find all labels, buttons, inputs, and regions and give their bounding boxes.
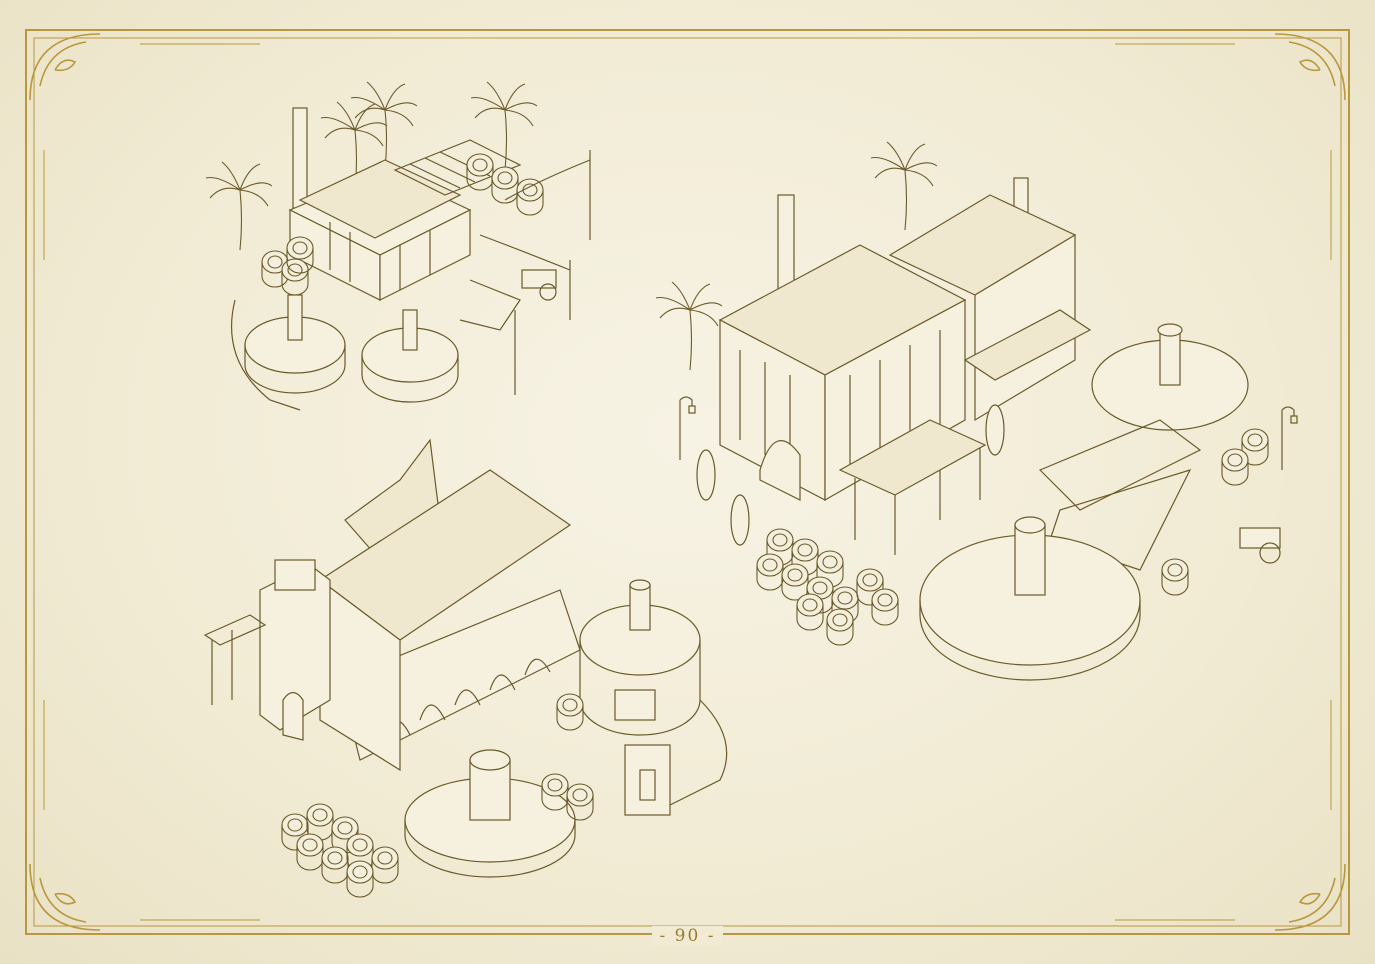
sketch-large-estate-distillery [655, 141, 1298, 681]
page-number-label: - 90 - [651, 926, 724, 946]
sketch-bell-tower-distillery [203, 438, 728, 898]
corner-flourish-icon [29, 33, 1346, 931]
sketch-small-distillery [205, 81, 591, 411]
page-number: - 90 - [0, 926, 1375, 946]
